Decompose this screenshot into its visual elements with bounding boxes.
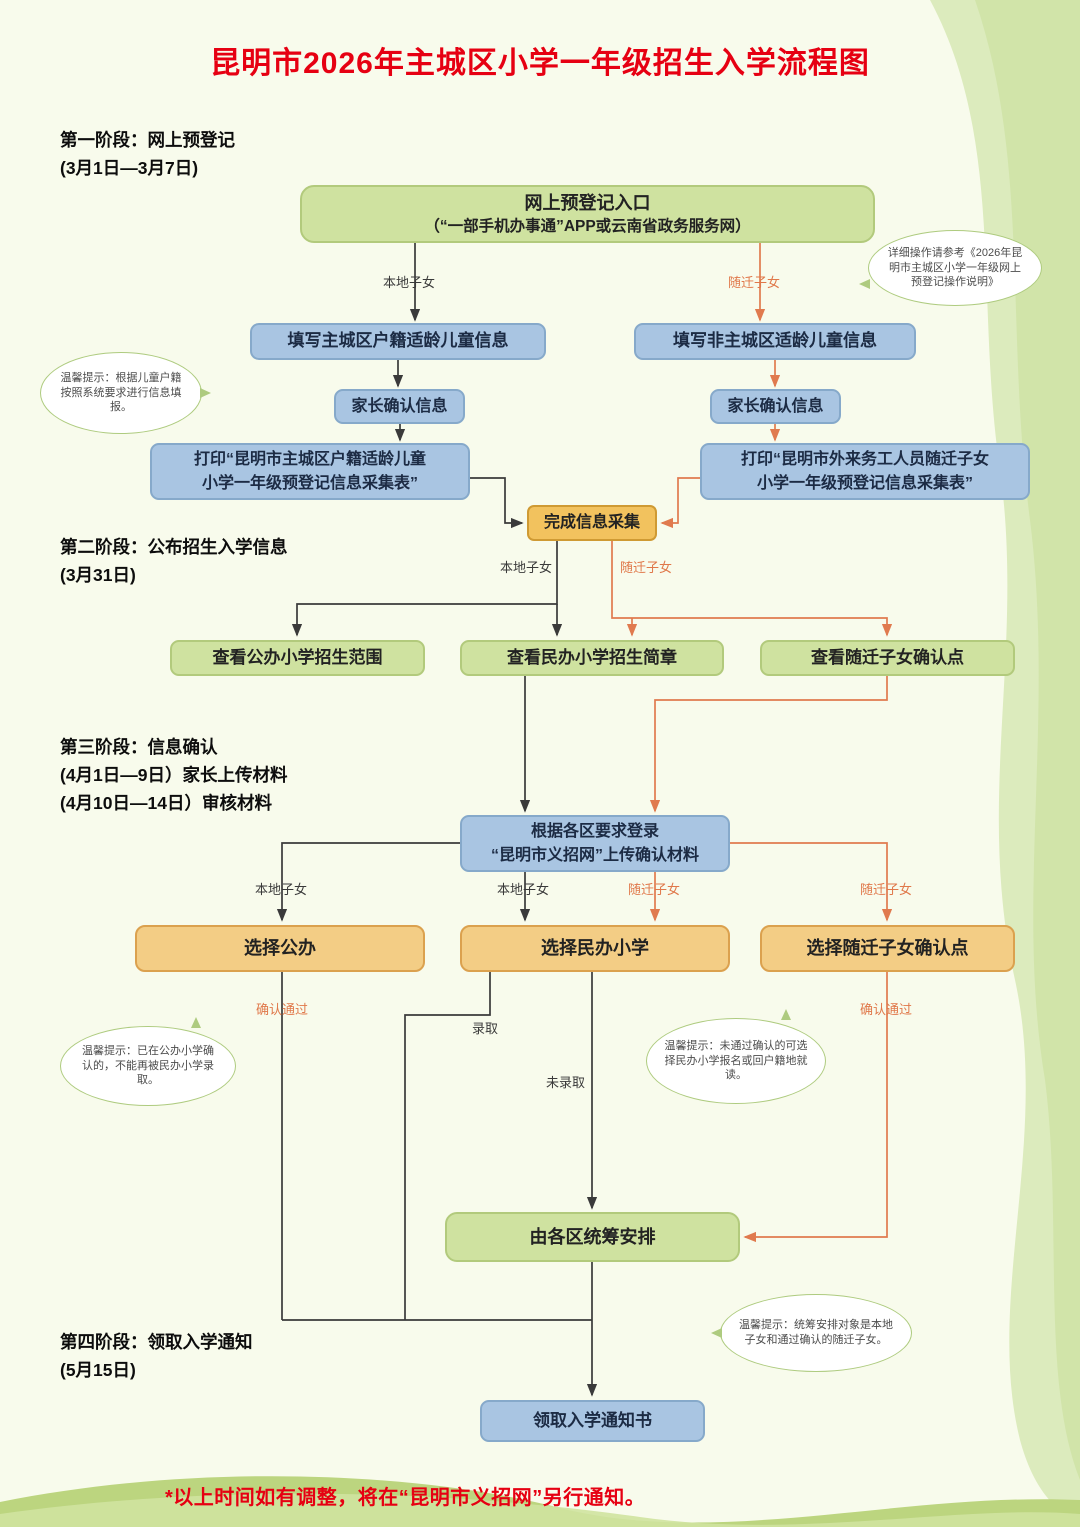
entry-portal-line2: （“一部手机办事通”APP或云南省政务服务网） (424, 217, 751, 235)
tip-fill-text: 温馨提示：根据儿童户籍按照系统要求进行信息填报。 (60, 372, 182, 414)
node-fill-migrant-info: 填写非主城区适龄儿童信息 (634, 323, 916, 360)
node-admission-notice: 领取入学通知书 (480, 1400, 705, 1442)
tip-bubble-public-lock: 温馨提示：已在公办小学确认的，不能再被民办小学录取。 (60, 1017, 236, 1106)
stage-1-dates: (3月1日—3月7日) (60, 158, 199, 178)
bubble-tail (859, 279, 870, 289)
stage-2-label: 第二阶段：公布招生入学信息 (3月31日) (60, 533, 288, 589)
page-title: 昆明市2026年主城区小学一年级招生入学流程图 (210, 47, 870, 80)
node-complete-collection: 完成信息采集 (527, 505, 657, 541)
edge-label-migrant-upload-mid: 随迁子女 (628, 882, 681, 897)
bubble-tail (200, 388, 211, 398)
node-entry-portal: 网上预登记入口 （“一部手机办事通”APP或云南省政务服务网） (300, 185, 875, 243)
edge-label-local-mid: 本地子女 (500, 560, 553, 575)
node-fill-local-info: 填写主城区户籍适龄儿童信息 (250, 323, 546, 360)
node-print-local-form: 打印“昆明市主城区户籍适龄儿童 小学一年级预登记信息采集表” (150, 443, 470, 500)
edge-label-pass-left: 确认通过 (256, 1002, 309, 1017)
stage-2-dates: (3月31日) (60, 565, 136, 585)
edge-label-admitted: 录取 (472, 1021, 499, 1036)
tip-public-lock-text: 温馨提示：已在公办小学确认的，不能再被民办小学录取。 (82, 1045, 214, 1087)
tip-bubble-guide: 详细操作请参考《2026年昆明市主城区小学一年级网上预登记操作说明》 (859, 230, 1042, 306)
bubble-tail (191, 1017, 201, 1028)
print-migrant-line1: 打印“昆明市外来务工人员随迁子女 (740, 451, 989, 469)
node-district-arrangement: 由各区统筹安排 (445, 1212, 740, 1262)
print-local-line1: 打印“昆明市主城区户籍适龄儿童 (193, 451, 426, 469)
edge-label-pass-right: 确认通过 (860, 1002, 913, 1017)
print-local-line2: 小学一年级预登记信息采集表” (201, 474, 418, 492)
node-choose-checkpoint: 选择随迁子女确认点 (760, 925, 1015, 972)
right-swoosh-inner-shape (975, 0, 1080, 1480)
node-choose-private: 选择民办小学 (460, 925, 730, 972)
edge-label-local-top: 本地子女 (383, 275, 436, 290)
upload-line2: “昆明市义招网”上传确认材料 (490, 846, 699, 864)
stage-4-dates: (5月15日) (60, 1360, 136, 1380)
tip-bubble-not-passed: 温馨提示：未通过确认的可选择民办小学报名或回户籍地就读。 (646, 1009, 826, 1104)
bottom-wave-inner-shape (0, 1493, 1080, 1527)
edge-label-migrant-top: 随迁子女 (728, 275, 781, 290)
stage-3-dates-2: (4月10日—14日）审核材料 (60, 793, 272, 813)
stage-4-title: 第四阶段：领取入学通知 (60, 1332, 253, 1352)
tip-bubble-fill: 温馨提示：根据儿童户籍按照系统要求进行信息填报。 (40, 352, 211, 434)
stage-3-dates-1: (4月1日—9日）家长上传材料 (60, 765, 288, 785)
bubble-tail (781, 1009, 791, 1020)
node-view-checkpoint: 查看随迁子女确认点 (760, 640, 1015, 676)
tip-bubble-arrange-scope: 温馨提示：统筹安排对象是本地子女和通过确认的随迁子女。 (711, 1294, 912, 1372)
node-parent-confirm-left: 家长确认信息 (334, 389, 465, 424)
tip-arrange-scope-text: 温馨提示：统筹安排对象是本地子女和通过确认的随迁子女。 (739, 1319, 893, 1346)
entry-portal-line1: 网上预登记入口 (524, 192, 651, 213)
stage-3-title: 第三阶段：信息确认 (60, 737, 218, 757)
edge-label-local-upload-left: 本地子女 (255, 882, 308, 897)
stage-3-label: 第三阶段：信息确认 (4月1日—9日）家长上传材料 (4月10日—14日）审核材… (60, 733, 288, 817)
bubble-tail (711, 1328, 722, 1338)
footer-note: *以上时间如有调整，将在“昆明市义招网”另行通知。 (165, 1487, 646, 1509)
stage-1-title: 第一阶段：网上预登记 (60, 130, 235, 150)
upload-line1: 根据各区要求登录 (530, 823, 659, 841)
stage-1-label: 第一阶段：网上预登记 (3月1日—3月7日) (60, 126, 235, 182)
stage-2-title: 第二阶段：公布招生入学信息 (60, 537, 288, 557)
node-choose-public: 选择公办 (135, 925, 425, 972)
stage-4-label: 第四阶段：领取入学通知 (5月15日) (60, 1328, 253, 1384)
print-migrant-line2: 小学一年级预登记信息采集表” (756, 474, 973, 492)
node-upload-materials: 根据各区要求登录 “昆明市义招网”上传确认材料 (460, 815, 730, 872)
node-parent-confirm-right: 家长确认信息 (710, 389, 841, 424)
node-view-public-range: 查看公办小学招生范围 (170, 640, 425, 676)
node-view-private-brochure: 查看民办小学招生简章 (460, 640, 724, 676)
node-print-migrant-form: 打印“昆明市外来务工人员随迁子女 小学一年级预登记信息采集表” (700, 443, 1030, 500)
tip-guide-text: 详细操作请参考《2026年昆明市主城区小学一年级网上预登记操作说明》 (887, 247, 1023, 289)
edge-label-not-admitted: 未录取 (546, 1075, 586, 1090)
edge-label-migrant-mid: 随迁子女 (620, 560, 673, 575)
edge-label-migrant-upload-right: 随迁子女 (860, 882, 913, 897)
edge-label-local-upload-mid: 本地子女 (497, 882, 550, 897)
tip-not-passed-text: 温馨提示：未通过确认的可选择民办小学报名或回户籍地就读。 (664, 1040, 808, 1082)
